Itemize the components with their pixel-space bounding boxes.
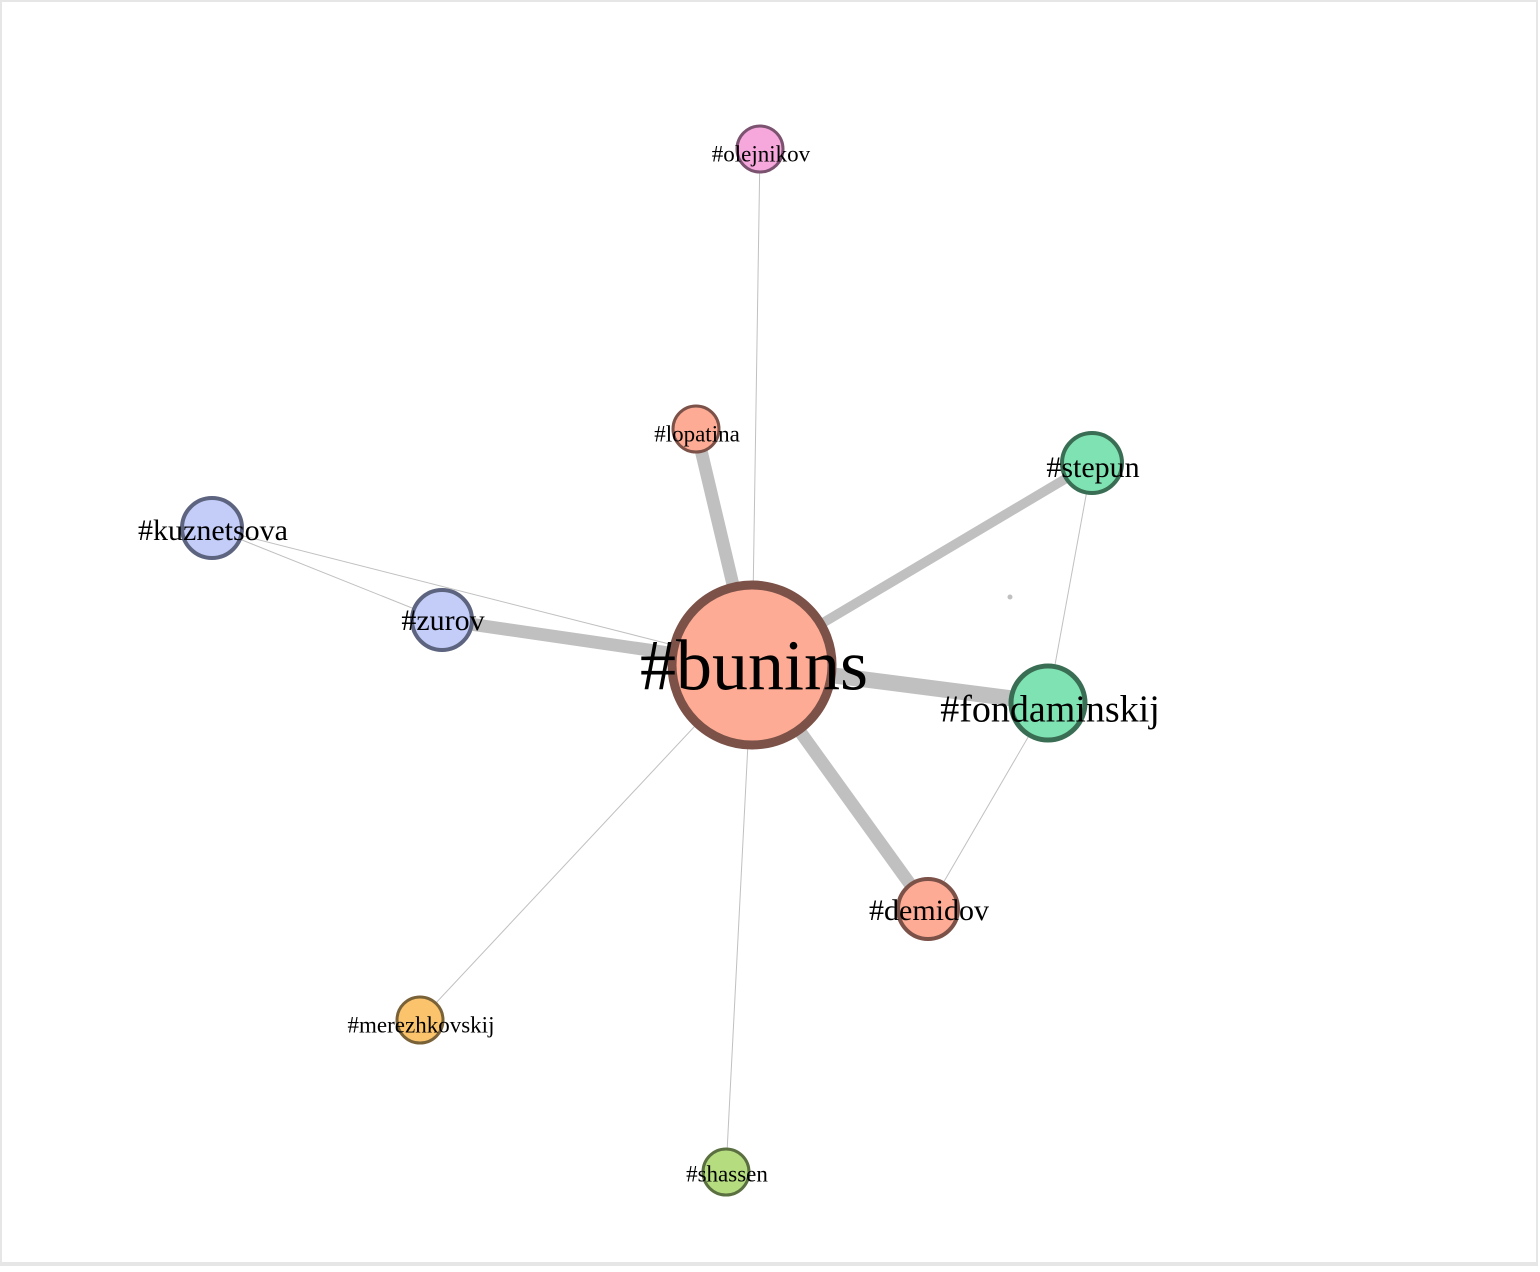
edge-fondaminskij-demidov — [927, 702, 1049, 910]
edge-stepun-fondaminskij — [1047, 462, 1093, 704]
nodes-layer — [180, 124, 1124, 1197]
edge-bunins-shassen — [725, 664, 753, 1173]
node-label-bunins: #bunins — [640, 626, 868, 706]
node-label-merezhkovskij: #merezhkovskij — [348, 1012, 495, 1037]
stray-dot — [1007, 594, 1013, 600]
node-zurov[interactable] — [410, 588, 474, 652]
edge-bunins-kuznetsova — [211, 527, 753, 666]
node-stepun[interactable] — [1060, 431, 1124, 495]
node-olejnikov[interactable] — [735, 124, 785, 174]
node-label-shassen: #shassen — [686, 1161, 768, 1186]
node-shassen[interactable] — [701, 1147, 751, 1197]
node-label-lopatina: #lopatina — [654, 421, 740, 446]
node-label-kuznetsova: #kuznetsova — [138, 514, 288, 547]
edge-bunins-olejnikov — [751, 148, 761, 666]
node-fondaminskij[interactable] — [1008, 663, 1088, 743]
labels-layer: #bunins #olejnikov #lopatina #stepun #kuznet… — [138, 141, 1160, 1186]
node-label-stepun: #stepun — [1046, 451, 1139, 484]
node-lopatina[interactable] — [671, 404, 721, 454]
node-label-demidov: #demidov — [869, 894, 989, 927]
node-demidov[interactable] — [896, 877, 960, 941]
node-merezhkovskij[interactable] — [395, 995, 445, 1045]
node-label-olejnikov: #olejnikov — [712, 141, 811, 166]
node-bunins[interactable] — [667, 580, 837, 750]
node-kuznetsova[interactable] — [180, 496, 244, 560]
edge-kuznetsova-zurov — [211, 527, 443, 621]
node-label-zurov: #zurov — [401, 604, 484, 637]
node-label-fondaminskij: #fondaminskij — [940, 689, 1160, 731]
